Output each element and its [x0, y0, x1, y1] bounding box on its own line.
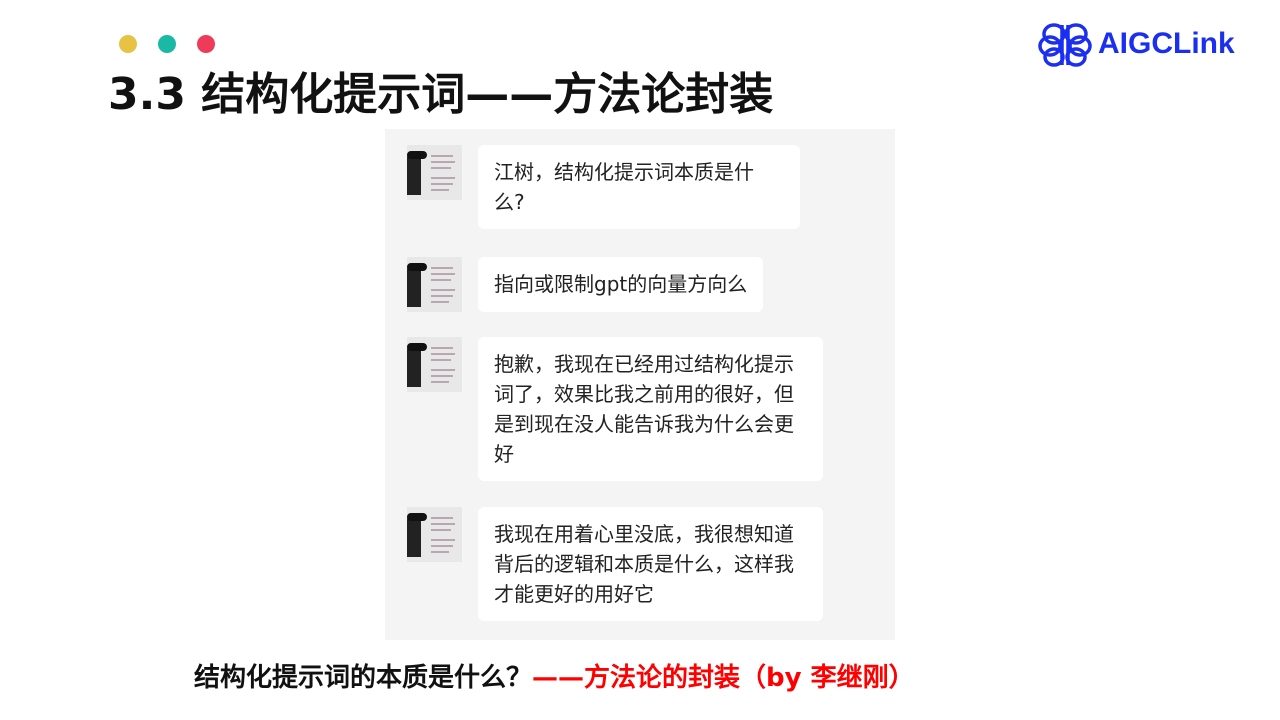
- chat-bubble: 抱歉，我现在已经用过结构化提示词了，效果比我之前用的很好，但是到现在没人能告诉我…: [478, 337, 823, 481]
- avatar: [407, 507, 462, 562]
- chat-message: 抱歉，我现在已经用过结构化提示词了，效果比我之前用的很好，但是到现在没人能告诉我…: [407, 337, 823, 481]
- chat-screenshot: 江树，结构化提示词本质是什么? 指向或限制gpt的向量方向么 抱歉，我现在已经用…: [385, 129, 895, 640]
- summary-question: 结构化提示词的本质是什么？: [194, 663, 533, 693]
- chat-bubble: 我现在用着心里没底，我很想知道背后的逻辑和本质是什么，这样我才能更好的用好它: [478, 507, 823, 621]
- slide-title: 3.3 结构化提示词——方法论封装: [108, 69, 774, 120]
- avatar: [407, 257, 462, 312]
- chat-message: 江树，结构化提示词本质是什么?: [407, 145, 800, 229]
- avatar: [407, 145, 462, 200]
- decor-dot-red: [197, 35, 215, 53]
- chat-bubble: 江树，结构化提示词本质是什么?: [478, 145, 800, 229]
- logo: AIGCLink: [1038, 20, 1235, 68]
- chat-message: 我现在用着心里没底，我很想知道背后的逻辑和本质是什么，这样我才能更好的用好它: [407, 507, 823, 621]
- summary-answer: ——方法论的封装（by 李继刚）: [532, 663, 915, 693]
- brain-icon: [1038, 23, 1092, 67]
- chat-bubble: 指向或限制gpt的向量方向么: [478, 257, 764, 312]
- logo-text: AIGCLink: [1098, 27, 1235, 60]
- decor-dot-teal: [158, 35, 176, 53]
- decor-dot-yellow: [119, 35, 137, 53]
- avatar: [407, 337, 462, 392]
- chat-message: 指向或限制gpt的向量方向么: [407, 257, 764, 312]
- summary-line: 结构化提示词的本质是什么？——方法论的封装（by 李继刚）: [194, 657, 915, 694]
